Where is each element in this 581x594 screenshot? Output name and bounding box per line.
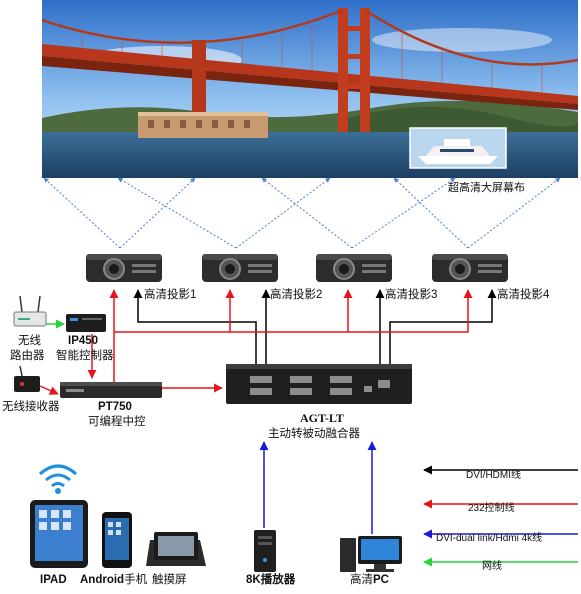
android-label-rest: 手机: [124, 574, 148, 586]
legend-network: 网线: [482, 561, 502, 572]
ipad-label: IPAD: [40, 574, 67, 586]
projector-4: [432, 254, 508, 282]
projector-1-label: 高清投影1: [144, 289, 197, 301]
pc-label-bold: PC: [373, 574, 389, 586]
legend-arrows: [423, 465, 578, 567]
dvi-dual-link-lines: [259, 441, 377, 534]
legend-dvi-hdmi: DVI/HDMI线: [466, 470, 521, 481]
receiver-label: 无线接收器: [2, 401, 60, 413]
android-label: Android手机: [80, 574, 147, 587]
legend-232: 232控制线: [468, 503, 515, 514]
ipad-device: [30, 500, 88, 568]
wireless-receiver: [14, 365, 40, 392]
android-phone: [102, 512, 132, 568]
projector-4-label: 高清投影4: [497, 289, 550, 301]
projector-3-label: 高清投影3: [385, 289, 438, 301]
agt-lt-processor: [226, 364, 412, 404]
hd-pc: [340, 536, 402, 572]
router-label-line2: 路由器: [10, 350, 45, 362]
agt-name: AGT-LT: [300, 411, 344, 425]
bridge-scene-image: [42, 0, 578, 178]
screen-caption: 超高清大屏幕布: [448, 182, 525, 194]
8k-player: [254, 530, 276, 572]
touch-label: 触摸屏: [152, 574, 187, 586]
projector-2-label: 高清投影2: [270, 289, 323, 301]
pt750-name: PT750: [98, 401, 132, 413]
pt750-controller: [60, 382, 162, 398]
projection-screen: [42, 0, 578, 178]
pc-label-pre: 高清: [350, 574, 373, 586]
ip450-desc: 智能控制器: [56, 350, 114, 362]
legend-dual-link: DVI-dual link/Hdmi 4k线: [436, 533, 543, 544]
projector-2: [202, 254, 278, 282]
projection-rays: [43, 177, 561, 249]
projector-3: [316, 254, 392, 282]
wifi-icon: [39, 464, 77, 488]
wireless-router: [13, 295, 47, 327]
projector-1: [86, 254, 162, 282]
ip450-controller: [66, 314, 106, 332]
rs232-lines: [39, 289, 473, 395]
agt-desc: 主动转被动融合器: [268, 428, 360, 440]
pc-label: 高清PC: [350, 574, 389, 587]
router-label-line1: 无线: [18, 335, 41, 347]
ip450-name: IP450: [68, 335, 99, 347]
android-label-bold: Android: [80, 574, 125, 586]
player-label: 8K播放器: [246, 574, 296, 586]
dvi-hdmi-lines: [133, 289, 497, 364]
touch-panel: [146, 532, 206, 566]
pt750-desc: 可编程中控: [88, 416, 146, 428]
